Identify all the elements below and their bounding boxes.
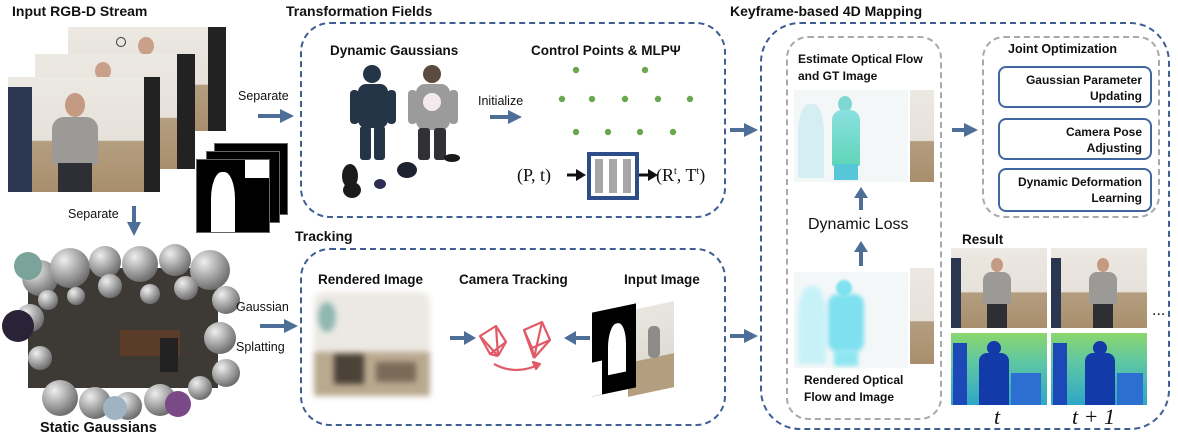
joint-optimization-panel	[982, 36, 1160, 218]
gt-image-thumb	[910, 90, 934, 182]
splatting-arrow	[260, 319, 298, 333]
result-depth-t-plus-1	[1051, 333, 1147, 405]
camera-tracking-label: Camera Tracking	[459, 272, 568, 287]
gaussian-label: Gaussian	[236, 300, 289, 314]
rendered-flow-label-2: Flow and Image	[804, 390, 895, 404]
tracking-to-mapping-arrow	[730, 329, 758, 343]
camera-frustums	[478, 320, 552, 372]
keyframe-mapping-box	[760, 22, 1170, 430]
result-depth-t	[951, 333, 1047, 405]
separate-down-arrow	[127, 206, 141, 236]
tracking-title: Tracking	[295, 228, 353, 244]
time-label-t: t	[994, 404, 1001, 429]
input-stream-title: Input RGB-D Stream	[12, 3, 148, 19]
mask-stack	[196, 143, 288, 233]
joint-optimization-title: Joint Optimization	[1008, 42, 1118, 56]
rendered-image-thumb	[910, 268, 934, 364]
result-title: Result	[962, 232, 1004, 247]
static-gaussians-title: Static Gaussians	[40, 420, 157, 436]
transformation-fields-box	[300, 22, 726, 218]
rendered-image	[314, 292, 430, 396]
estimate-flow-label-2: and GT Image	[798, 69, 878, 83]
mlp-input-arrow	[567, 169, 586, 181]
input-image-label: Input Image	[624, 272, 700, 287]
estimated-flow-image	[794, 90, 908, 182]
estimate-flow-label-1: Estimate Optical Flow	[798, 52, 923, 66]
dynamic-loss-label: Dynamic Loss	[808, 216, 909, 233]
tracking-input-image	[590, 300, 674, 397]
dynamic-gaussians-label: Dynamic Gaussians	[330, 43, 459, 58]
separate-down-label: Separate	[68, 207, 119, 221]
rendered-flow-image	[794, 272, 908, 368]
result-ellipsis: ...	[1152, 302, 1166, 319]
time-label-t-plus-1: t + 1	[1072, 404, 1115, 429]
optical-flow-panel	[786, 36, 942, 420]
transformation-fields-title: Transformation Fields	[286, 3, 433, 19]
separate-right-arrow	[258, 109, 294, 123]
input-frame-front	[8, 77, 160, 192]
loss-up-arrow-bottom	[854, 241, 868, 266]
mlp-input-label: (P, t)	[517, 165, 552, 185]
rendered-flow-label-1: Rendered Optical	[804, 373, 904, 387]
result-rgb-t	[951, 248, 1047, 328]
separate-right-label: Separate	[238, 89, 289, 103]
dynamic-gaussians-image	[342, 65, 460, 198]
control-points-grid	[558, 66, 694, 136]
mlp-output-label: (Rt, Tt)	[656, 165, 706, 185]
initialize-label: Initialize	[478, 94, 524, 108]
loss-up-arrow-top	[854, 187, 868, 210]
flow-to-optimization-arrow	[952, 123, 978, 137]
tracking-box	[300, 248, 726, 426]
mlp-output-arrow	[639, 169, 658, 181]
static-gaussians-image	[2, 244, 240, 420]
keyframe-mapping-title: Keyframe-based 4D Mapping	[730, 3, 923, 19]
result-rgb-t-plus-1	[1051, 248, 1147, 328]
initialize-arrow	[490, 110, 522, 124]
mlp-block	[587, 152, 639, 200]
input-to-tracking-arrow	[564, 331, 590, 345]
control-points-label: Control Points & MLPΨ	[531, 43, 681, 58]
splatting-label: Splatting	[236, 340, 285, 354]
fields-to-mapping-arrow	[730, 123, 758, 137]
rendered-image-label: Rendered Image	[318, 272, 424, 287]
rendered-to-tracking-arrow	[450, 331, 476, 345]
